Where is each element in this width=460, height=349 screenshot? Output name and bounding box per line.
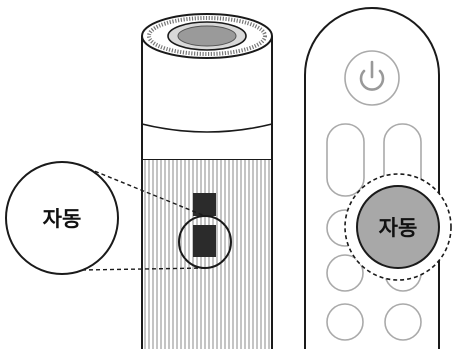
remote-button-row3-left[interactable] [326,303,364,341]
device-lens [177,25,237,47]
remote-button-row3-right[interactable] [384,303,422,341]
remote-control: 자동 [304,7,452,349]
grille-stripes [144,160,270,349]
remote-rocker-left[interactable] [326,123,365,197]
power-icon [359,60,385,91]
device-callout: 자동 [5,161,119,275]
device-callout-label: 자동 [43,207,82,231]
device-callout-circle [5,161,119,275]
auto-button-label: 자동 [379,216,418,240]
device-display-upper [193,193,216,216]
device-band-line [141,123,273,133]
remote-button-row2-left[interactable] [326,254,364,292]
callout-leader-top [81,165,206,217]
device-display-lower [193,225,216,257]
device-zoom-circle [178,215,232,269]
device [141,13,273,349]
auto-button[interactable] [356,185,440,269]
